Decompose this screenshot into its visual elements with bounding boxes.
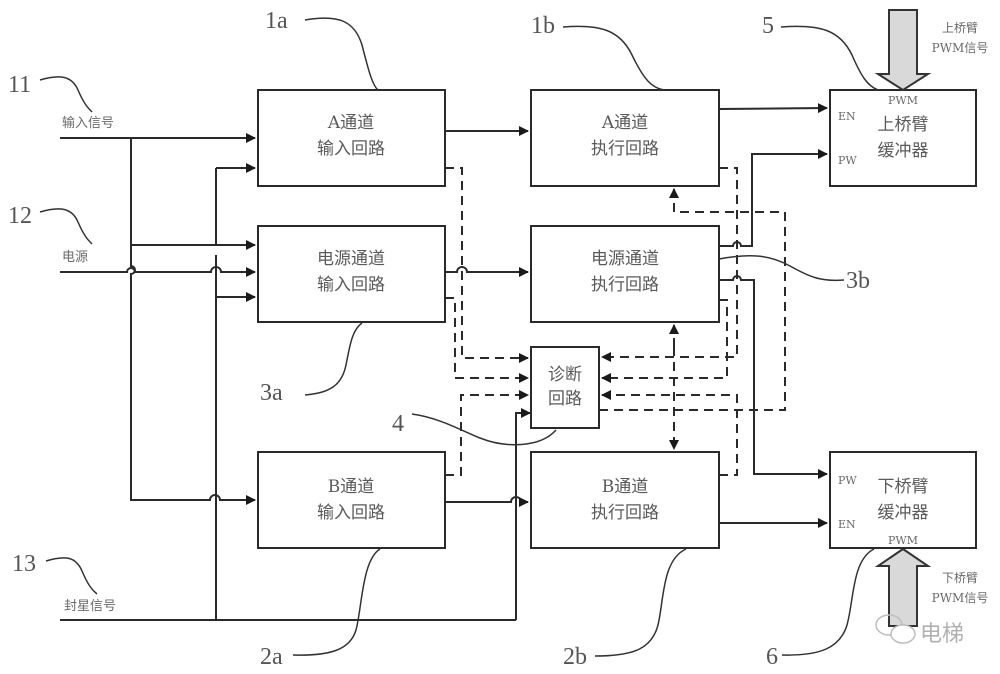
ref-2a-label: 2a [260, 644, 283, 670]
block-b-exec-title: B通道 [602, 477, 649, 497]
block-diagnostic-title: 诊断 [548, 365, 582, 385]
block-power-exec-title: 电源通道 [591, 249, 659, 269]
block-diagnostic-subtitle: 回路 [548, 389, 582, 409]
ref-3a: 3a [260, 322, 363, 406]
upper-pwm-signal-label-2: PWM信号 [932, 41, 989, 55]
ref-5-label: 5 [762, 13, 774, 39]
input-signal-line [60, 133, 256, 505]
lower-buffer-pw-port: PW [838, 474, 857, 487]
upper-buffer-subtitle: 缓冲器 [878, 141, 929, 161]
block-b-input-title: B通道 [328, 477, 375, 497]
ref-3a-label: 3a [260, 380, 283, 406]
upper-buffer-pw-port: PW [838, 154, 857, 167]
upper-buffer-pwm-port: PWM [888, 94, 918, 107]
lower-pwm-signal-label-2: PWM信号 [932, 591, 989, 605]
block-power-input-circuit[interactable]: 电源通道 输入回路 [257, 225, 446, 323]
ref-13-label: 13 [12, 551, 36, 577]
ref-2b: 2b [563, 548, 687, 670]
block-b-input-circuit[interactable]: B通道 输入回路 [257, 451, 446, 549]
ref-6: 6 [766, 548, 875, 670]
ref-12-label: 12 [8, 203, 32, 229]
ref-4: 4 [392, 411, 557, 446]
upper-pwm-arrow-icon [874, 9, 932, 92]
lower-buffer-title: 下桥臂 [878, 477, 929, 497]
block-b-input-subtitle: 输入回路 [317, 503, 385, 523]
block-a-exec-subtitle: 执行回路 [591, 139, 659, 159]
lower-buffer-en-port: EN [838, 518, 856, 531]
block-power-exec-circuit[interactable]: 电源通道 执行回路 [530, 225, 720, 323]
ref-13: 13 [12, 551, 98, 595]
block-a-input-subtitle: 输入回路 [317, 139, 385, 159]
lower-pwm-signal-label: 下桥臂 [942, 571, 978, 585]
wechat-icon [875, 614, 916, 644]
ref-1a-label: 1a [265, 8, 288, 34]
ref-12: 12 [8, 203, 93, 245]
ref-1b-label: 1b [531, 13, 555, 39]
input-to-exec-wires [445, 126, 529, 507]
ref-3b: 3b [718, 254, 870, 294]
star-signal-line [60, 163, 531, 621]
diagnostic-dashed-lines [445, 167, 786, 476]
lower-pwm-arrow-icon [874, 547, 932, 627]
ref-5: 5 [762, 13, 879, 91]
lower-buffer-subtitle: 缓冲器 [878, 503, 929, 523]
power-line [60, 266, 256, 277]
ref-11: 11 [8, 72, 93, 113]
block-b-exec-subtitle: 执行回路 [591, 503, 659, 523]
upper-buffer-en-port: EN [838, 110, 856, 123]
input-signal-label: 输入信号 [62, 115, 114, 131]
block-power-input-title: 电源通道 [317, 249, 385, 269]
power-label: 电源 [62, 250, 88, 265]
ref-4-label: 4 [392, 411, 404, 437]
lower-buffer-pwm-port: PWM [888, 534, 918, 547]
ref-3b-label: 3b [846, 268, 870, 294]
block-a-input-circuit[interactable]: A通道 输入回路 [257, 89, 446, 187]
ref-11-label: 11 [8, 72, 31, 98]
exec-to-buffer-wires [718, 103, 828, 528]
block-lower-bridge-buffer[interactable]: PW EN PWM 下桥臂 缓冲器 [829, 451, 977, 549]
ref-2a: 2a [260, 548, 381, 670]
block-a-exec-title: A通道 [601, 113, 648, 133]
ref-2b-label: 2b [563, 644, 587, 670]
ref-1b: 1b [531, 13, 665, 91]
block-diagnostic-circuit[interactable]: 诊断 回路 [530, 346, 600, 429]
ref-6-label: 6 [766, 644, 778, 670]
block-b-exec-circuit[interactable]: B通道 执行回路 [530, 451, 720, 549]
block-upper-bridge-buffer[interactable]: PWM EN PW 上桥臂 缓冲器 [829, 89, 977, 187]
block-a-input-title: A通道 [327, 113, 374, 133]
upper-pwm-signal-label: 上桥臂 [942, 21, 978, 35]
block-a-exec-circuit[interactable]: A通道 执行回路 [530, 89, 720, 187]
star-signal-label: 封星信号 [64, 599, 116, 614]
ref-1a: 1a [265, 8, 379, 91]
wechat-watermark: 电梯 [875, 614, 964, 647]
watermark-text: 电梯 [920, 622, 964, 647]
block-power-input-subtitle: 输入回路 [317, 275, 385, 295]
upper-buffer-title: 上桥臂 [878, 115, 929, 135]
block-power-exec-subtitle: 执行回路 [591, 275, 659, 295]
